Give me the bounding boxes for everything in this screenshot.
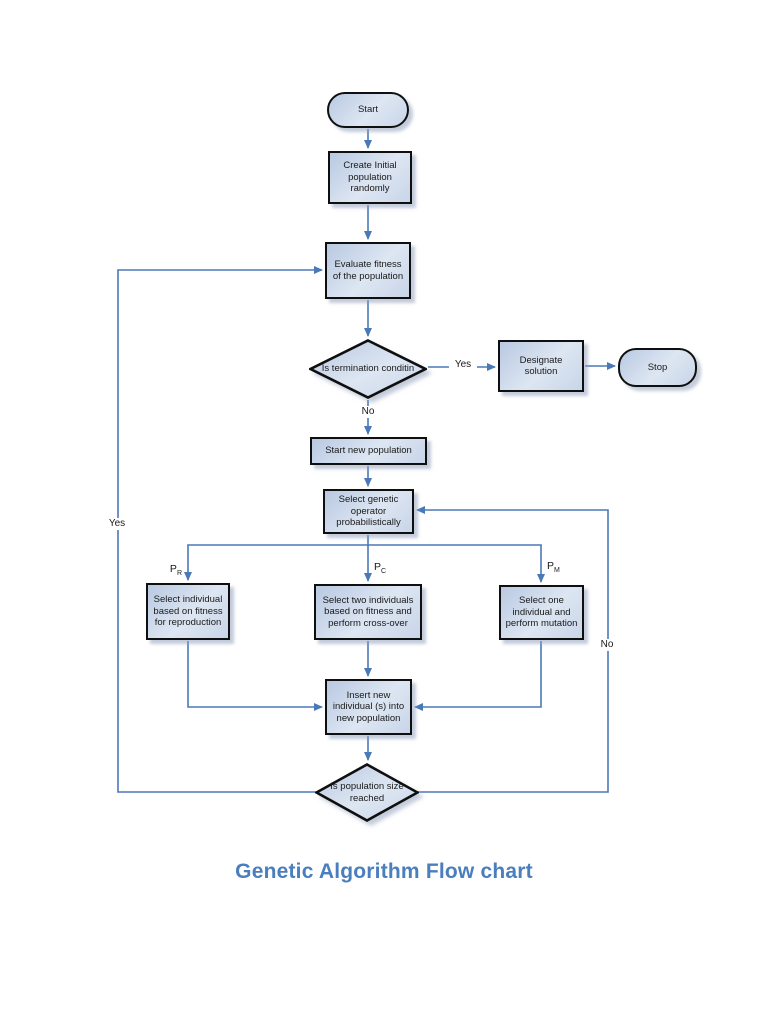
node-start-new-population: Start new population <box>310 437 427 465</box>
node-start-label: Start <box>357 104 379 116</box>
p-sub: C <box>381 568 387 576</box>
node-select-individual-reproduction-label: Select individual based on fitness for r… <box>153 594 223 629</box>
decision-population-size <box>315 763 419 822</box>
node-start-new-population-label: Start new population <box>325 445 412 457</box>
label-no-termination: No <box>355 406 381 418</box>
node-select-two-crossover: Select two individuals based on fitness … <box>314 584 422 640</box>
diamond-shape <box>309 339 427 399</box>
flowchart-title: Genetic Algorithm Flow chart <box>235 860 533 883</box>
node-designate-solution-label: Designate solution <box>519 354 563 377</box>
decision-termination-condition <box>309 339 427 399</box>
node-start: Start <box>327 92 409 128</box>
node-select-two-crossover-label: Select two individuals based on fitness … <box>322 594 414 629</box>
label-no-population-loop: No <box>594 639 620 651</box>
decision-termination-condition-label: Is termination conditin <box>321 363 415 375</box>
p-sub: M <box>554 567 560 575</box>
label-yes-population-loop: Yes <box>103 518 131 530</box>
node-designate-solution: Designate solution <box>498 340 584 392</box>
label-probability-reproduction: PR <box>156 563 182 577</box>
node-stop: Stop <box>618 348 697 387</box>
node-select-individual-reproduction: Select individual based on fitness for r… <box>146 583 230 640</box>
p-base: P <box>169 563 177 575</box>
node-select-genetic-operator: Select genetic operator probabilisticall… <box>323 489 414 534</box>
node-create-initial-population-label: Create Initial population randomly <box>343 160 397 195</box>
node-select-one-mutation-label: Select one individual and perform mutati… <box>505 595 578 630</box>
node-create-initial-population: Create Initial population randomly <box>328 151 412 204</box>
node-insert-new-individual-label: Insert new individual (s) into new popul… <box>332 689 405 724</box>
p-base: P <box>374 561 382 573</box>
diamond-shape <box>315 763 419 822</box>
label-yes-termination: Yes <box>449 359 477 371</box>
node-insert-new-individual: Insert new individual (s) into new popul… <box>325 679 412 735</box>
p-base: P <box>547 560 555 572</box>
node-stop-label: Stop <box>647 361 668 373</box>
node-select-one-mutation: Select one individual and perform mutati… <box>499 585 584 640</box>
decision-population-size-label: Is population size reached <box>330 781 404 804</box>
label-probability-crossover: PC <box>374 561 400 575</box>
node-evaluate-fitness-label: Evaluate fitness of the population <box>332 259 404 282</box>
node-evaluate-fitness: Evaluate fitness of the population <box>325 242 411 299</box>
p-sub: R <box>176 570 182 578</box>
label-probability-mutation: PM <box>547 560 573 574</box>
node-select-genetic-operator-label: Select genetic operator probabilisticall… <box>336 494 401 529</box>
